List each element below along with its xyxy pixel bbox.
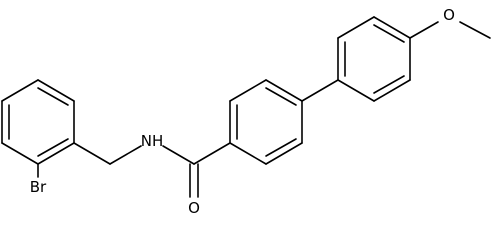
bond — [265, 79, 303, 102]
bond — [37, 142, 75, 165]
bond — [229, 79, 267, 102]
biaryl-bond — [301, 79, 339, 102]
bond-n-carbonyl — [162, 145, 195, 165]
double-bond-inner — [265, 138, 297, 157]
bromophenyl-ring — [1, 79, 75, 165]
bond-o-methyl — [459, 21, 491, 39]
bond-ch2-n — [109, 145, 142, 165]
bond — [373, 79, 411, 102]
double-bond-inner — [37, 138, 69, 157]
bond-carbonyl-ring — [193, 142, 231, 165]
bond — [1, 142, 39, 165]
bond — [229, 142, 267, 165]
bond — [265, 142, 303, 165]
central-phenyl-ring — [229, 79, 303, 165]
bromine-label: Br — [30, 178, 47, 196]
bond — [337, 79, 375, 102]
bond — [337, 16, 375, 39]
double-bond-inner — [37, 87, 69, 106]
double-bond-inner — [373, 75, 405, 94]
nitrogen-label: NH — [141, 132, 164, 150]
double-bond-inner — [265, 87, 297, 106]
double-bond-inner — [373, 24, 405, 43]
bond — [1, 79, 39, 102]
molecule-drawing: Br NH O O — [1, 6, 491, 217]
bond — [37, 79, 75, 102]
bond — [373, 16, 411, 39]
bond-ring-o — [409, 21, 439, 39]
ether-oxygen-label: O — [443, 6, 455, 24]
methoxyphenyl-ring — [337, 16, 411, 102]
structure-diagram: Br NH O O — [1, 6, 491, 217]
carbonyl-oxygen-label: O — [188, 199, 200, 217]
bond-ring-ch2 — [73, 142, 111, 165]
